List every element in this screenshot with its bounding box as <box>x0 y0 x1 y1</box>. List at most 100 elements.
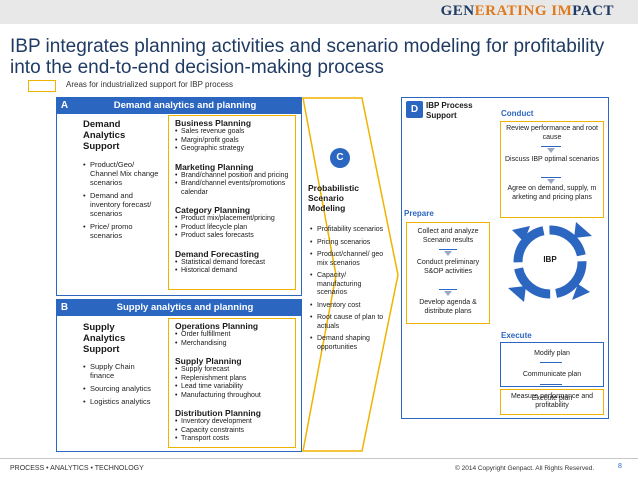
list-item: Product lifecycle plan <box>175 224 289 233</box>
execute-box <box>500 342 604 387</box>
group-list: Product mix/placement/pricing Product li… <box>175 215 289 241</box>
cycle-arrow-icon <box>574 222 592 238</box>
list-item: Historical demand <box>175 267 289 276</box>
list-item: Demand shaping opportunities <box>310 335 386 352</box>
demand-support-title: Demand Analytics Support <box>83 119 126 152</box>
divider <box>439 289 457 290</box>
group-list: Brand/channel position and pricing Brand… <box>175 172 289 198</box>
list-item: Inventory cost <box>310 302 386 311</box>
supply-bar: Supply analytics and planning <box>68 299 302 316</box>
page-title: IBP integrates planning activities and s… <box>10 36 605 78</box>
group-list: Statistical demand forecast Historical d… <box>175 259 289 276</box>
group-title: Category Planning <box>175 205 251 215</box>
list-item: Pricing scenarios <box>310 239 386 248</box>
demand-bar: Demand analytics and planning <box>68 97 302 114</box>
group-title: Demand Forecasting <box>175 248 260 259</box>
group-title: Distribution Planning <box>175 408 261 418</box>
prepare-label: Prepare <box>404 209 434 218</box>
divider <box>540 362 562 363</box>
list-item: Product sales forecasts <box>175 232 289 241</box>
badge-b: B <box>56 299 73 316</box>
ibp-process-title: IBP Process Support <box>426 101 473 120</box>
list-item: Order fulfillment <box>175 331 289 340</box>
list-item: Statistical demand forecast <box>175 259 289 268</box>
footer-tagline: PROCESS • ANALYTICS • TECHNOLOGY <box>10 465 144 472</box>
measure-text: Measure performance and profitability <box>510 393 594 409</box>
badge-d: D <box>406 101 423 118</box>
list-item: Margin/profit goals <box>175 137 289 146</box>
legend-label: Areas for industrialized support for IBP… <box>66 80 234 89</box>
list-item: Sourcing analytics <box>83 384 159 393</box>
list-item: Product/channel/ geo mix scenarios <box>310 251 386 268</box>
conduct-box: Review performance and root cause Discus… <box>500 121 604 218</box>
scenario-list: Profitability scenarios Pricing scenario… <box>310 226 386 356</box>
list-item: Profitability scenarios <box>310 226 386 235</box>
cycle-arrow-icon <box>508 286 526 302</box>
list-item: Inventory development <box>175 418 289 427</box>
divider <box>540 384 562 385</box>
group-title: Business Planning <box>175 118 252 128</box>
step-arrow <box>547 148 555 153</box>
list-item: Replenishment plans <box>175 375 289 384</box>
demand-support-list: Product/Geo/ Channel Mix change scenario… <box>83 160 159 244</box>
genpact-logo: GENERATING IMPACT <box>441 3 614 20</box>
logo-text-3: PACT <box>572 3 614 19</box>
conduct-step: Review performance and root cause <box>506 125 598 141</box>
list-item: Demand and inventory forecast/ scenarios <box>83 191 159 218</box>
logo-text-2: ERATING IM <box>474 3 573 19</box>
list-item: Capacity constraints <box>175 427 289 436</box>
list-item: Supply forecast <box>175 366 289 375</box>
step-arrow <box>547 179 555 184</box>
list-item: Capacity/ manufacturing scenarios <box>310 272 386 298</box>
measure-box: Measure performance and profitability <box>500 389 604 415</box>
step-arrow <box>444 291 452 296</box>
page-number: 8 <box>618 463 622 470</box>
ibp-center-label: IBP <box>543 255 557 264</box>
top-bar: GENERATING IMPACT <box>0 0 638 24</box>
list-item: Supply Chain finance <box>83 362 159 380</box>
prepare-box: Collect and analyze Scenario results Con… <box>406 222 490 324</box>
logo-text-1: GEN <box>440 3 475 19</box>
prepare-step: Conduct preliminary S&OP activities <box>416 259 480 275</box>
list-item: Product mix/placement/pricing <box>175 215 289 224</box>
prepare-step: Develop agenda & distribute plans <box>419 299 477 315</box>
group-title: Supply Planning <box>175 356 242 366</box>
list-item: Manufacturing throughout <box>175 392 289 401</box>
divider <box>439 249 457 250</box>
group-list: Supply forecast Replenishment plans Lead… <box>175 366 289 400</box>
list-item: Logistics analytics <box>83 397 159 406</box>
prepare-step: Collect and analyze Scenario results <box>417 228 479 244</box>
list-item: Product/Geo/ Channel Mix change scenario… <box>83 160 159 187</box>
supply-support-title: Supply Analytics Support <box>83 322 126 355</box>
group-title: Marketing Planning <box>175 161 254 172</box>
conduct-step: Agree on demand, supply, m arketing and … <box>507 185 597 201</box>
list-item: Brand/channel position and pricing <box>175 172 289 181</box>
supply-planning-box: Operations Planning Order fulfillment Me… <box>168 318 296 448</box>
ibp-cycle <box>508 222 592 302</box>
execute-label: Execute <box>501 331 532 340</box>
footer-divider <box>0 458 638 459</box>
divider <box>541 146 561 147</box>
demand-planning-box: Business Planning Sales revenue goals Ma… <box>168 115 296 290</box>
badge-c: C <box>330 148 350 168</box>
list-item: Brand/channel events/promotions calendar <box>175 180 289 197</box>
footer-copyright: © 2014 Copyright Genpact. All Rights Res… <box>455 465 595 472</box>
legend-swatch <box>28 80 56 92</box>
conduct-step: Discuss IBP optimal scenarios <box>504 156 600 163</box>
ibp-process-panel <box>401 97 609 419</box>
list-item: Merchandising <box>175 340 289 349</box>
cycle-arrow-icon <box>572 284 590 300</box>
list-item: Sales revenue goals <box>175 128 289 137</box>
execute-step: Modify plan <box>534 350 570 357</box>
supply-support-list: Supply Chain finance Sourcing analytics … <box>83 362 159 410</box>
execute-step: Communicate plan <box>522 371 582 378</box>
conduct-label: Conduct <box>501 109 534 118</box>
execute-step: Execute plan <box>531 395 573 402</box>
list-item: Lead time variability <box>175 383 289 392</box>
cycle-arrow-icon <box>512 226 530 242</box>
group-title: Operations Planning <box>175 321 259 331</box>
cycle-ring <box>513 225 587 299</box>
list-item: Price/ promo scenarios <box>83 222 159 240</box>
group-list: Sales revenue goals Margin/profit goals … <box>175 128 289 154</box>
group-list: Order fulfillment Merchandising <box>175 331 289 348</box>
